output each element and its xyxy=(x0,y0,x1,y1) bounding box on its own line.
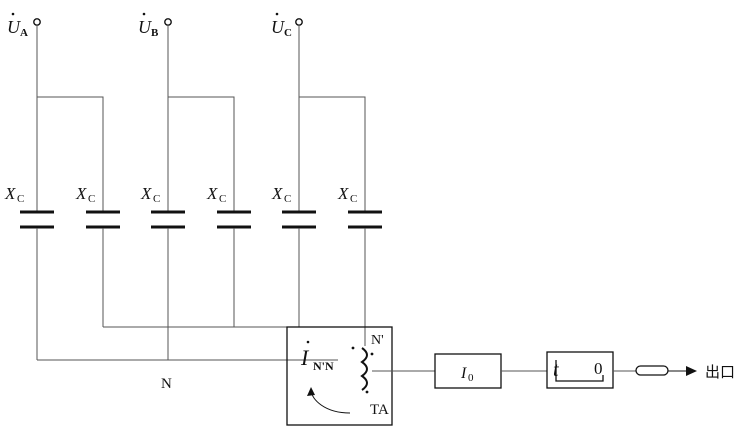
ct-enclosure xyxy=(286,326,393,426)
overcurrent-relay: I 0 xyxy=(434,353,502,389)
relay-symbol: I xyxy=(460,365,467,382)
terminal-ub: U B xyxy=(138,12,172,39)
capacitor-1-sub: C xyxy=(17,193,24,205)
wire-phase-b xyxy=(167,25,235,211)
output-contact xyxy=(635,365,697,376)
ct-current-sub: N'N xyxy=(313,359,334,373)
output-contact-body xyxy=(635,365,669,376)
phasor-dot-ub xyxy=(142,12,146,16)
ct-polarity-dot-1 xyxy=(351,346,355,350)
current-transformer: TA N' xyxy=(351,333,389,418)
capacitor-2-sub: C xyxy=(88,193,95,205)
capacitor-6-sub: C xyxy=(350,193,357,205)
time-delay-element: t 0 xyxy=(546,351,614,389)
capacitor-1-symbol: X xyxy=(4,184,16,203)
ct-current-arrow xyxy=(310,389,351,414)
neutral-n-label: N xyxy=(161,376,172,392)
capacitor-6-symbol: X xyxy=(337,184,349,203)
capacitor-2: X C xyxy=(75,184,120,229)
timer-box xyxy=(546,351,614,389)
capacitor-3-symbol: X xyxy=(140,184,152,203)
capacitor-3: X C xyxy=(140,184,185,229)
terminal-uc-sub: C xyxy=(284,27,292,39)
terminal-ua-sub: A xyxy=(20,27,28,39)
terminal-ub-circle xyxy=(164,18,172,26)
capacitor-2-symbol: X xyxy=(75,184,87,203)
phasor-dot-i xyxy=(306,340,310,344)
terminal-ua-symbol: U xyxy=(7,17,21,37)
output-arrowhead xyxy=(686,366,697,376)
terminal-ua: U A xyxy=(7,12,41,39)
capacitor-5: X C xyxy=(271,184,316,229)
capacitor-4-sub: C xyxy=(219,193,226,205)
terminal-uc: U C xyxy=(271,12,303,39)
capacitor-4-symbol: X xyxy=(206,184,218,203)
capacitor-1: X C xyxy=(4,184,54,229)
ct-label: TA xyxy=(370,402,389,418)
ct-current-i: I xyxy=(300,345,310,370)
neutral-n-prime-label: N' xyxy=(371,333,384,348)
ct-polarity-dot-2 xyxy=(370,352,374,356)
terminal-ua-circle xyxy=(33,18,41,26)
ct-polarity-dot-3 xyxy=(365,390,369,394)
terminal-ub-symbol: U xyxy=(138,17,152,37)
timer-t-label: t xyxy=(553,359,559,381)
capacitor-5-symbol: X xyxy=(271,184,283,203)
ct-current-arrowhead xyxy=(307,387,315,396)
phasor-dot-uc xyxy=(275,12,279,16)
timer-delay-line xyxy=(555,360,604,382)
terminal-ub-sub: B xyxy=(151,27,159,39)
terminal-uc-symbol: U xyxy=(271,17,285,37)
capacitor-4: X C xyxy=(206,184,251,229)
output-label: 出口 xyxy=(705,363,735,381)
terminal-uc-circle xyxy=(295,18,303,26)
ct-coil xyxy=(360,347,368,391)
capacitor-6: X C xyxy=(337,184,382,229)
capacitor-3-sub: C xyxy=(153,193,160,205)
ct-current-symbol: I N'N xyxy=(300,340,351,414)
wire-phase-c xyxy=(298,25,366,211)
phasor-dot-ua xyxy=(11,12,15,16)
capacitor-5-sub: C xyxy=(284,193,291,205)
wire-phase-a xyxy=(36,25,104,211)
relay-sub: 0 xyxy=(468,372,474,384)
timer-zero-label: 0 xyxy=(594,359,603,378)
